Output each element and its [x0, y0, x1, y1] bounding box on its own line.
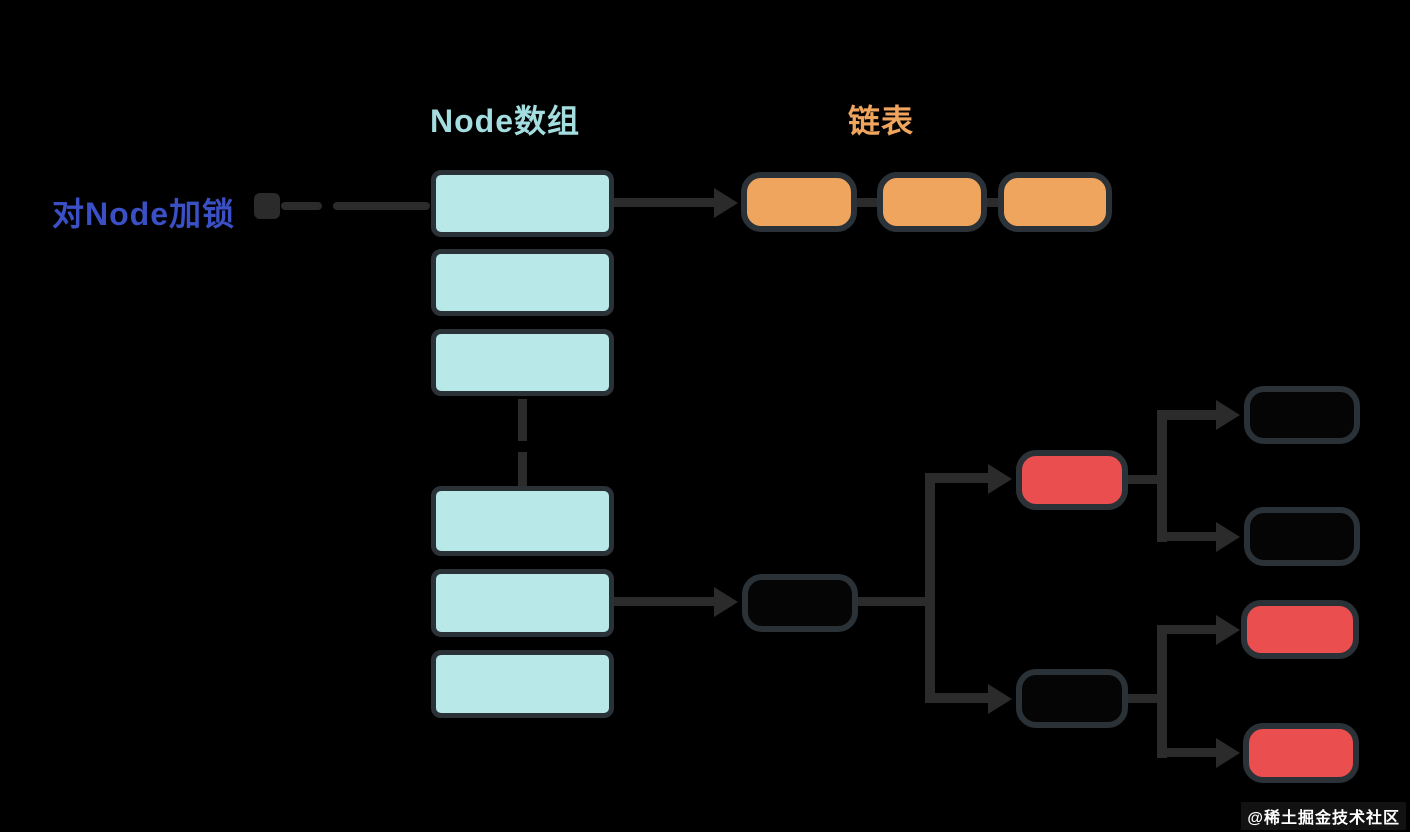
array-ellipsis-dash-2 [518, 452, 527, 486]
arrowhead-chain [714, 188, 738, 218]
array-cell-5 [431, 569, 614, 637]
lock-connector-dash-1 [281, 202, 322, 210]
array-cell-6 [431, 650, 614, 718]
edge-cell5-to-tree [614, 597, 714, 606]
arrowhead-red-child-1 [1216, 615, 1240, 645]
linked-list-title: 链表 [848, 103, 915, 139]
array-cell-1 [431, 170, 614, 237]
dark-children-vertical [1157, 625, 1167, 758]
arrowhead-dark-child-2 [1216, 522, 1240, 552]
red-child-node-1 [1241, 600, 1359, 659]
edge-to-red-child-1 [1157, 625, 1217, 634]
array-ellipsis-dash-1 [518, 399, 527, 441]
chain-node-1 [741, 172, 857, 232]
edge-to-dark-child-2 [1157, 532, 1217, 541]
dark-child-node-2 [1244, 507, 1360, 566]
arrowhead-dark-branch [988, 684, 1012, 714]
edge-to-dark-child-1 [1157, 410, 1217, 420]
arrowhead-dark-child-1 [1216, 400, 1240, 430]
branch-red-node [1016, 450, 1128, 510]
red-children-vertical [1157, 410, 1167, 542]
trunk-vertical [925, 473, 935, 703]
arrowhead-red-branch [988, 464, 1012, 494]
edge-cell1-to-chain [614, 198, 714, 207]
array-cell-3 [431, 329, 614, 396]
lock-connector-node [254, 193, 280, 219]
arrowhead-tree-root [714, 587, 738, 617]
lock-annotation-label: 对Node加锁 [52, 196, 236, 232]
dark-child-node-1 [1244, 386, 1360, 444]
array-cell-2 [431, 249, 614, 316]
arrowhead-red-child-2 [1216, 738, 1240, 768]
red-child-node-2 [1243, 723, 1359, 783]
array-cell-4 [431, 486, 614, 556]
tree-root-node [742, 574, 858, 632]
edge-root-to-trunk [858, 597, 935, 606]
branch-dark-node [1016, 669, 1128, 728]
node-array-title: Node数组 [430, 103, 581, 139]
edge-trunk-to-red-branch [925, 473, 988, 483]
edge-trunk-to-dark-branch [925, 693, 988, 703]
edge-dark-to-children [1128, 694, 1167, 703]
chain-node-3 [998, 172, 1112, 232]
lock-connector-dash-2 [333, 202, 430, 210]
edge-to-red-child-2 [1157, 748, 1217, 757]
chain-node-2 [877, 172, 987, 232]
edge-red-to-children [1128, 475, 1167, 484]
watermark: @稀土掘金技术社区 [1241, 802, 1406, 830]
